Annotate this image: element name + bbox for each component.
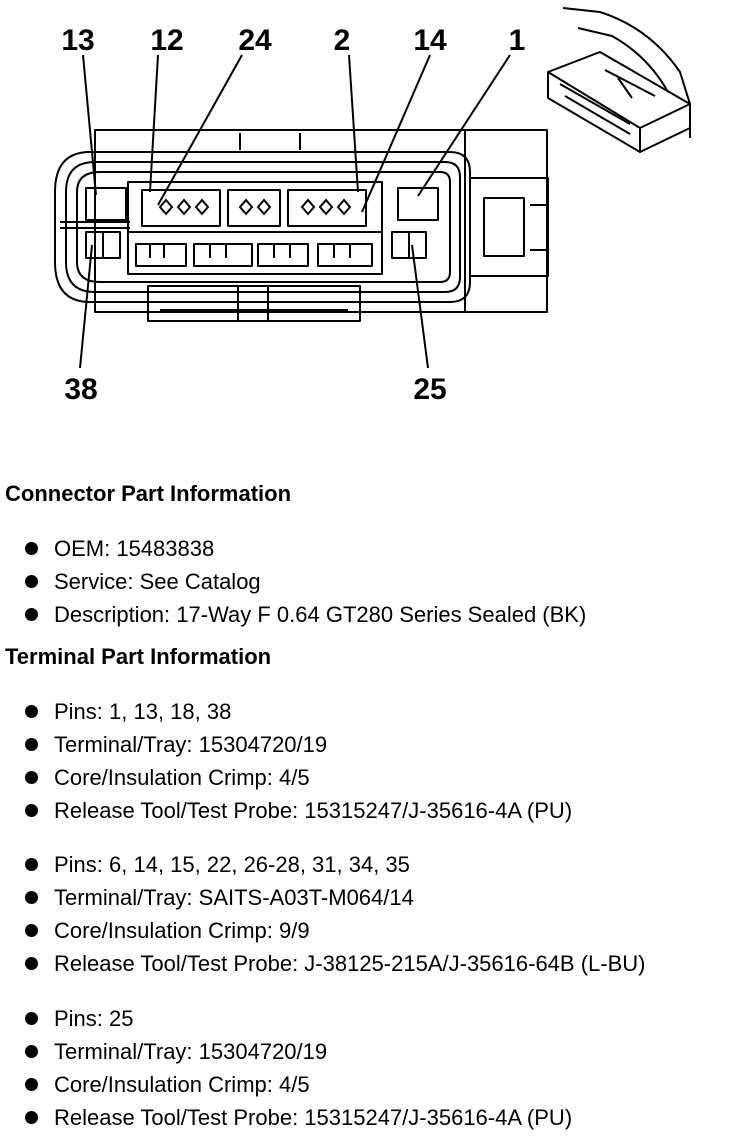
terminal-group-2: Pins: 6, 14, 15, 22, 26-28, 31, 34, 35 T…: [0, 848, 645, 980]
list-item: Terminal/Tray: SAITS-A03T-M064/14: [0, 881, 645, 914]
connector-rear-housing: [94, 129, 548, 313]
terminal-release-tool: Release Tool/Test Probe: J-38125-215A/J-…: [54, 951, 646, 976]
connector-description: Description: 17-Way F 0.64 GT280 Series …: [54, 602, 587, 627]
pin-label-2: 2: [334, 24, 351, 57]
bullet-icon: [25, 891, 38, 904]
terminal-group-3: Pins: 25 Terminal/Tray: 15304720/19 Core…: [0, 1002, 572, 1134]
list-item: Release Tool/Test Probe: 15315247/J-3561…: [0, 1101, 572, 1134]
terminal-diamond: [176, 198, 192, 216]
terminal-pins: Pins: 6, 14, 15, 22, 26-28, 31, 34, 35: [54, 852, 410, 877]
pin-label-13: 13: [61, 24, 94, 57]
terminal-release-tool: Release Tool/Test Probe: 15315247/J-3561…: [54, 798, 573, 823]
bullet-icon: [25, 1012, 38, 1025]
pin-label-14: 14: [413, 24, 447, 57]
list-item: Core/Insulation Crimp: 4/5: [0, 761, 572, 794]
terminal-pins: Pins: 25: [54, 1006, 134, 1031]
list-item: Core/Insulation Crimp: 4/5: [0, 1068, 572, 1101]
terminal-release-tool: Release Tool/Test Probe: 15315247/J-3561…: [54, 1105, 573, 1130]
bullet-icon: [25, 1078, 38, 1091]
connector-info-heading: Connector Part Information: [5, 481, 292, 506]
connector-service: Service: See Catalog: [54, 569, 261, 594]
bullet-icon: [25, 1111, 38, 1124]
bullet-icon: [25, 575, 38, 588]
bullet-icon: [25, 858, 38, 871]
terminal-diamond: [300, 198, 316, 216]
terminal-tray: Terminal/Tray: 15304720/19: [54, 1039, 328, 1064]
pin-label-38: 38: [64, 373, 97, 406]
connector-3d-view: [547, 7, 691, 153]
bullet-icon: [25, 705, 38, 718]
list-item: Pins: 1, 13, 18, 38: [0, 695, 572, 728]
terminal-crimp: Core/Insulation Crimp: 9/9: [54, 918, 310, 943]
terminal-pins: Pins: 1, 13, 18, 38: [54, 699, 232, 724]
list-item: Terminal/Tray: 15304720/19: [0, 1035, 572, 1068]
list-item: OEM: 15483838: [0, 532, 586, 565]
connector-bottom-latch: [147, 285, 361, 322]
terminal-crimp: Core/Insulation Crimp: 4/5: [54, 1072, 310, 1097]
connector-face-drawing: 13 12 24 2 14 1 38 25: [54, 7, 691, 406]
connector-diagram: 13 12 24 2 14 1 38 25: [0, 0, 752, 420]
bullet-icon: [25, 738, 38, 751]
terminal-diamond: [318, 198, 334, 216]
connector-info-list: OEM: 15483838 Service: See Catalog Descr…: [0, 532, 586, 631]
list-item: Core/Insulation Crimp: 9/9: [0, 914, 645, 947]
pin-label-1: 1: [509, 24, 526, 57]
list-item: Description: 17-Way F 0.64 GT280 Series …: [0, 598, 586, 631]
bullet-icon: [25, 924, 38, 937]
terminal-info-heading: Terminal Part Information: [5, 644, 272, 669]
bullet-icon: [25, 771, 38, 784]
bullet-icon: [25, 957, 38, 970]
pin-label-25: 25: [413, 373, 446, 406]
bullet-icon: [25, 608, 38, 621]
bullet-icon: [25, 804, 38, 817]
terminal-diamond: [256, 198, 272, 216]
terminal-cavity: [127, 181, 383, 275]
list-item: Pins: 25: [0, 1002, 572, 1035]
connector-outer-shell: [54, 151, 471, 303]
bullet-icon: [25, 542, 38, 555]
list-item: Release Tool/Test Probe: J-38125-215A/J-…: [0, 947, 645, 980]
list-item: Service: See Catalog: [0, 565, 586, 598]
terminal-tray: Terminal/Tray: SAITS-A03T-M064/14: [54, 885, 414, 910]
terminal-diamond: [194, 198, 210, 216]
list-item: Pins: 6, 14, 15, 22, 26-28, 31, 34, 35: [0, 848, 645, 881]
terminal-group-1: Pins: 1, 13, 18, 38 Terminal/Tray: 15304…: [0, 695, 572, 827]
connector-oem: OEM: 15483838: [54, 536, 215, 561]
terminal-tray: Terminal/Tray: 15304720/19: [54, 732, 328, 757]
pin-label-24: 24: [238, 24, 272, 57]
pin-label-12: 12: [150, 24, 183, 57]
terminal-diamond: [336, 198, 352, 216]
bullet-icon: [25, 1045, 38, 1058]
terminal-diamond: [238, 198, 254, 216]
terminal-diamond: [158, 198, 174, 216]
terminal-crimp: Core/Insulation Crimp: 4/5: [54, 765, 310, 790]
list-item: Release Tool/Test Probe: 15315247/J-3561…: [0, 794, 572, 827]
list-item: Terminal/Tray: 15304720/19: [0, 728, 572, 761]
